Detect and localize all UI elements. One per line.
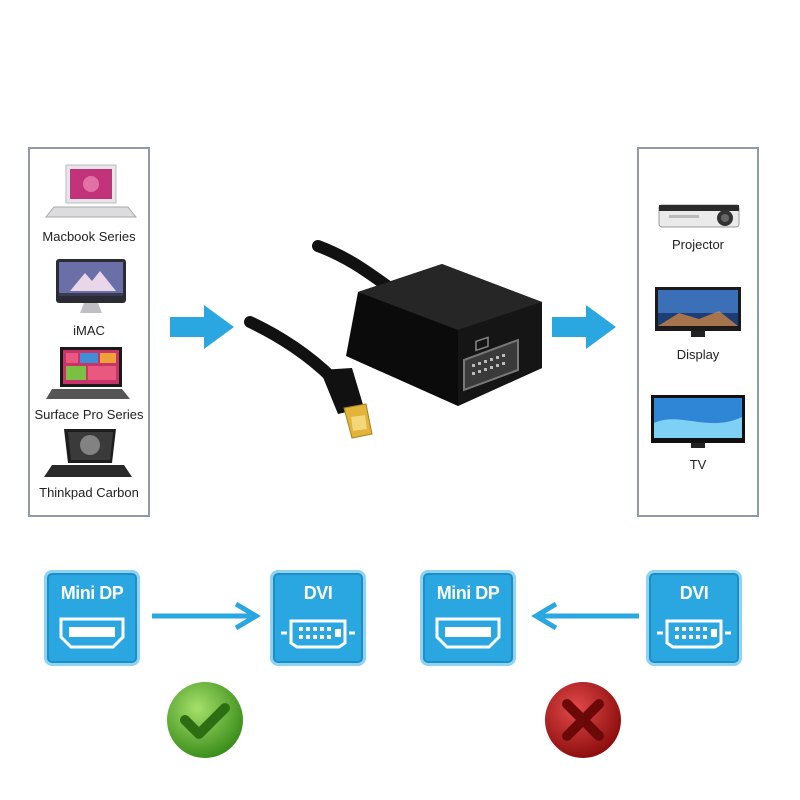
cross-icon	[545, 682, 621, 758]
device-label: Surface Pro Series	[34, 407, 144, 422]
source-devices-panel: Macbook Series iMAC Surface Pro Series	[28, 147, 150, 517]
arrow-right-icon	[152, 601, 261, 631]
arrow-right-icon	[170, 305, 234, 349]
tablet-icon	[46, 347, 130, 399]
device-label: iMAC	[73, 323, 105, 338]
mini-dp-port-icon	[435, 617, 501, 649]
tv-icon	[651, 395, 745, 448]
arrow-right-icon	[552, 305, 616, 349]
badge-title: DVI	[303, 583, 333, 603]
device-thinkpad: Thinkpad Carbon	[30, 427, 148, 511]
monitor-icon	[655, 287, 741, 337]
adapter-image	[244, 240, 542, 439]
device-projector: Projector	[639, 193, 757, 263]
device-label: TV	[689, 457, 707, 472]
device-macbook: Macbook Series	[30, 161, 148, 245]
imac-icon	[56, 259, 126, 313]
dvi-port-icon	[657, 619, 731, 649]
projector-icon	[658, 204, 740, 228]
device-label: Thinkpad Carbon	[39, 485, 139, 500]
dvi-port-icon	[281, 619, 355, 649]
laptop-icon	[44, 429, 132, 477]
device-label: Projector	[671, 237, 725, 252]
dvi-badge: DVI	[270, 570, 366, 666]
device-imac: iMAC	[30, 253, 148, 338]
device-tv: TV	[639, 393, 757, 475]
device-label: Macbook Series	[42, 229, 136, 244]
device-surface: Surface Pro Series	[30, 343, 148, 427]
badge-title: Mini DP	[436, 583, 500, 603]
mini-dp-badge: Mini DP	[44, 570, 140, 666]
badge-title: DVI	[679, 583, 709, 603]
badge-title: Mini DP	[60, 583, 124, 603]
target-devices-panel: Projector Display TV	[637, 147, 759, 517]
laptop-icon	[44, 164, 138, 218]
mini-dp-badge: Mini DP	[420, 570, 516, 666]
mini-dp-port-icon	[59, 617, 125, 649]
arrow-left-icon	[531, 601, 639, 631]
dvi-badge: DVI	[646, 570, 742, 666]
check-icon	[167, 682, 243, 758]
device-display: Display	[639, 285, 757, 367]
device-label: Display	[676, 347, 720, 362]
